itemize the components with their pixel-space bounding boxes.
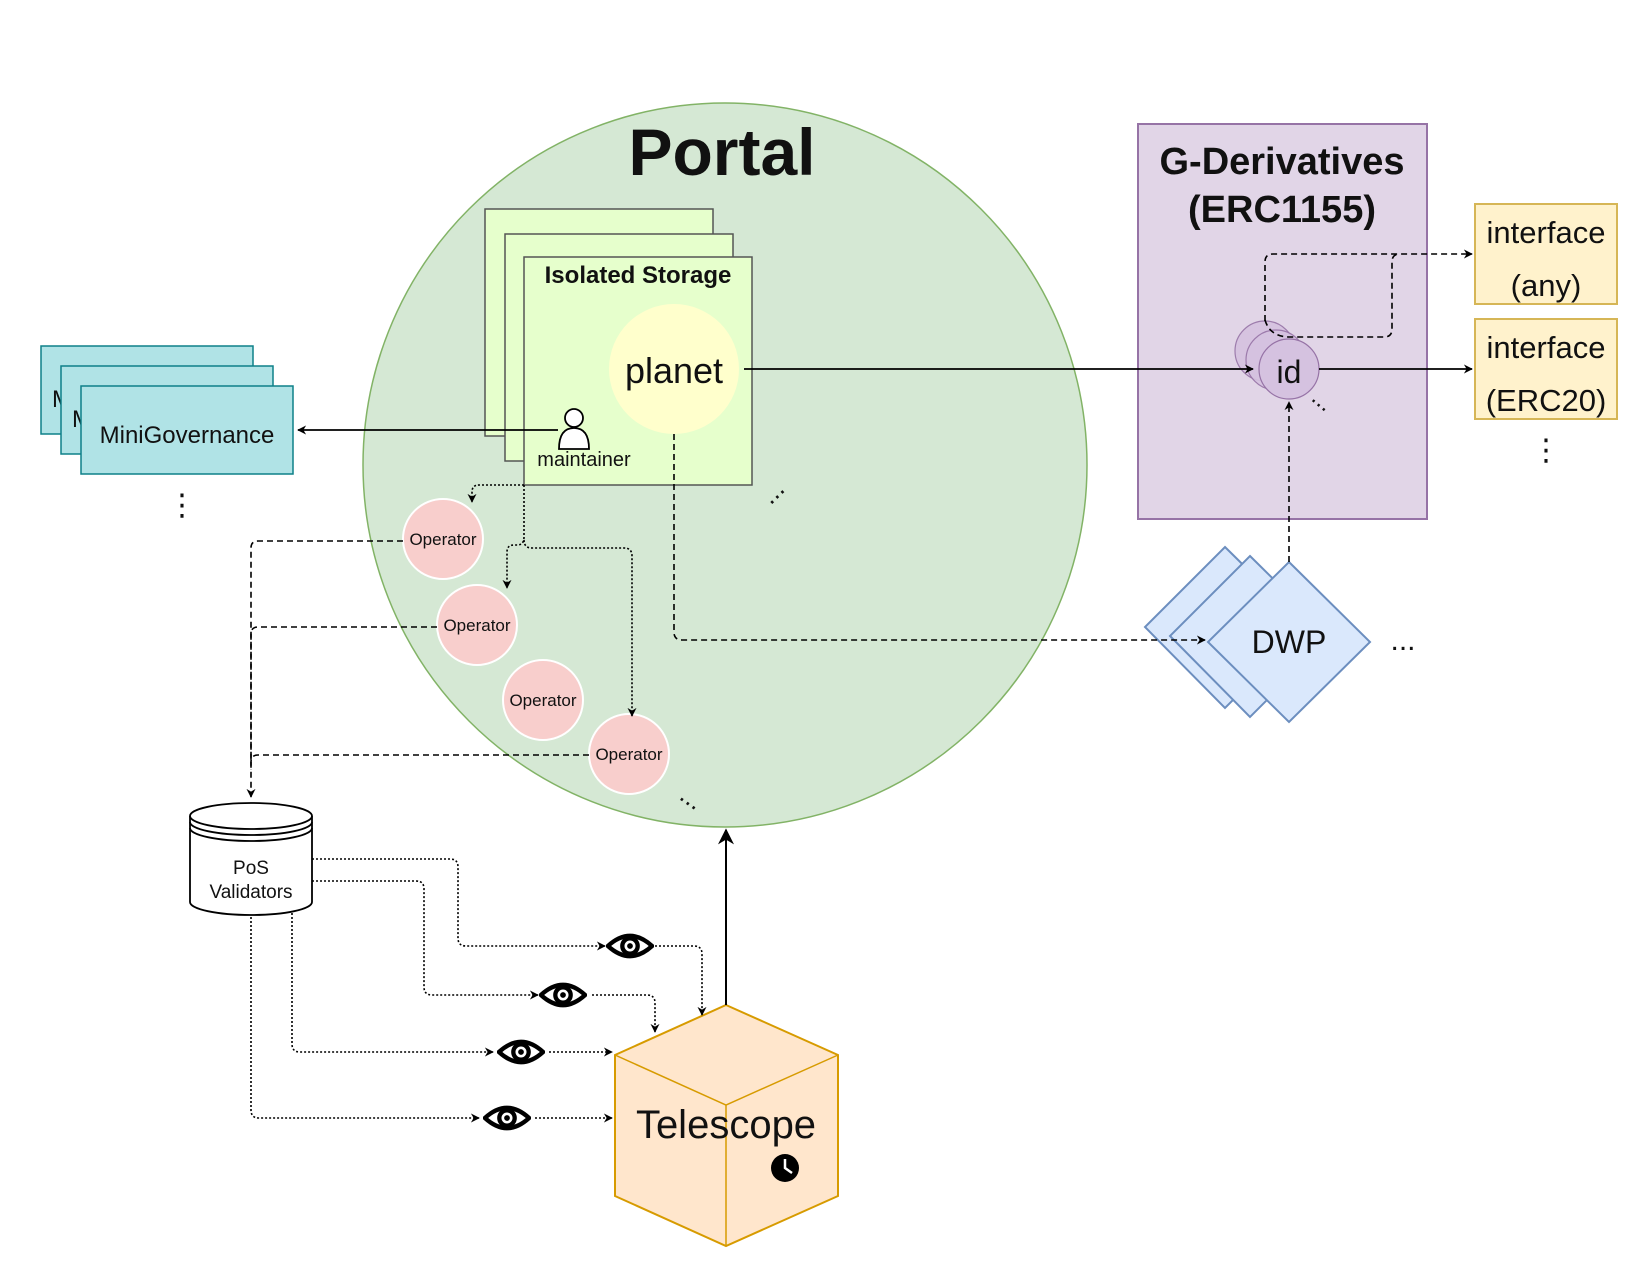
interface-erc20-line1: interface xyxy=(1487,330,1606,365)
validators-observe-path-3 xyxy=(291,913,494,1057)
derivatives-title-2: (ERC1155) xyxy=(1188,189,1376,231)
operator-4-to-validators xyxy=(250,754,589,770)
storage-title: Isolated Storage xyxy=(545,262,732,289)
interface-any-line1: interface xyxy=(1487,215,1606,250)
validators-cylinder[interactable] xyxy=(189,802,313,916)
eye-icon xyxy=(541,985,585,1005)
portal-title: Portal xyxy=(628,115,815,189)
planet-node[interactable] xyxy=(609,304,739,434)
validators-observe-path-2b xyxy=(592,994,660,1033)
operator-node[interactable]: Operator xyxy=(436,584,518,666)
planet-to-dwp-arrow xyxy=(673,434,1206,645)
minigov-card-front[interactable] xyxy=(80,385,294,475)
derivatives-title-1: G-Derivatives xyxy=(1159,141,1404,183)
validators-label-2: Validators xyxy=(209,882,292,903)
validators-label-1: PoS xyxy=(233,858,269,879)
eye-icon xyxy=(485,1108,529,1128)
storage-to-operator-4 xyxy=(523,539,637,717)
interfaces-more: ⋮ xyxy=(1531,434,1561,467)
operator-label: Operator xyxy=(595,745,662,764)
id-to-any-arrow xyxy=(1264,249,1473,321)
interface-any-line2: (any) xyxy=(1511,268,1582,303)
operator-node[interactable]: Operator xyxy=(402,498,484,580)
operator-2-to-validators xyxy=(250,626,437,760)
telescope-label: Telescope xyxy=(636,1103,816,1147)
validators-observe-path-1b xyxy=(655,945,707,1016)
id-branch-line xyxy=(1264,253,1401,338)
minigov-label: MiniGovernance xyxy=(100,422,275,449)
validators-observe-path-2 xyxy=(312,880,539,1000)
interface-any-box[interactable] xyxy=(1474,203,1618,305)
operator-1-to-validators xyxy=(246,540,403,798)
operator-node[interactable]: Operator xyxy=(588,713,670,795)
validators-observe-path-1 xyxy=(312,858,606,951)
dwp-diamond-front[interactable] xyxy=(1206,560,1372,724)
minigov-more: ⋮ xyxy=(167,489,197,522)
planet-label: planet xyxy=(625,350,723,391)
operator-label: Operator xyxy=(509,691,576,710)
telescope-cube[interactable] xyxy=(614,1003,839,1248)
operator-node[interactable]: Operator xyxy=(502,659,584,741)
clock-icon xyxy=(771,1154,799,1182)
operator-label: Operator xyxy=(443,616,510,635)
eye-icon xyxy=(608,936,652,956)
operator-label: Operator xyxy=(409,530,476,549)
maintainer-label: maintainer xyxy=(537,449,631,471)
validators-observe-path-4 xyxy=(250,917,480,1123)
dwp-more: ... xyxy=(1390,624,1415,657)
derivatives-box[interactable] xyxy=(1137,123,1428,520)
connectors xyxy=(246,249,1473,1123)
dwp-label: DWP xyxy=(1252,624,1327,660)
interface-erc20-line2: (ERC20) xyxy=(1486,383,1607,418)
maintainer-icon xyxy=(558,408,590,450)
storage-to-operator-2 xyxy=(502,485,525,589)
id-label: id xyxy=(1277,354,1302,390)
interface-erc20-box[interactable] xyxy=(1474,318,1618,420)
storage-to-operator-1 xyxy=(467,484,524,503)
eye-icon xyxy=(499,1042,543,1062)
